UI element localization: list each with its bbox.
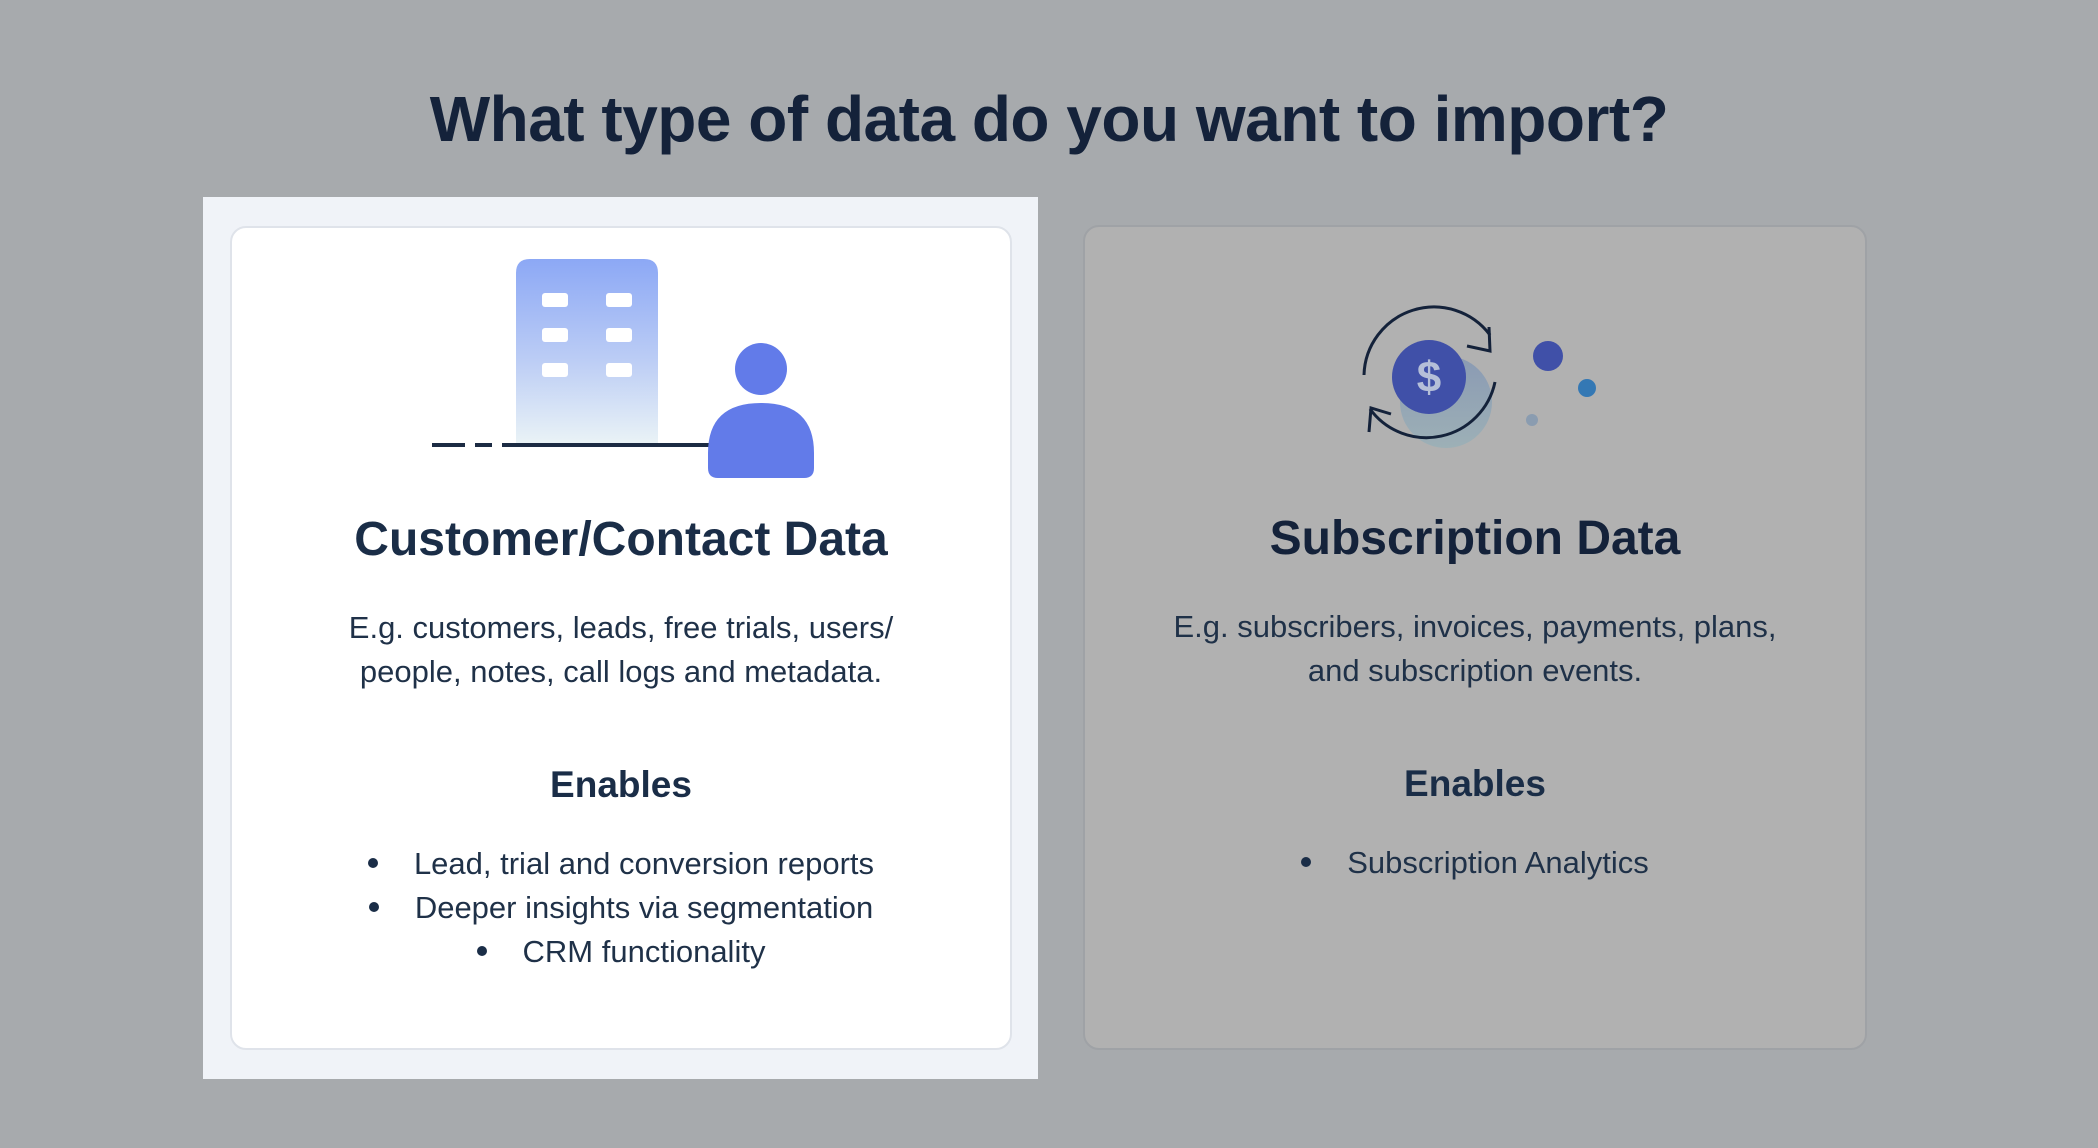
enables-item: CRM functionality [232, 930, 1010, 974]
bullet-icon [367, 857, 378, 868]
card-description: E.g. subscribers, invoices, payments, pl… [1145, 605, 1805, 693]
page-title: What type of data do you want to import? [429, 83, 1669, 155]
enables-item: Deeper insights via segmentation [232, 886, 1010, 930]
svg-text:$: $ [1417, 353, 1441, 402]
card-title: Customer/Contact Data [354, 513, 888, 566]
recurring-payment-icon: $ [1362, 305, 1596, 448]
enables-item-label: Subscription Analytics [1347, 845, 1649, 880]
enables-item-label: Deeper insights via segmentation [414, 890, 874, 925]
enables-list: Subscription Analytics [1085, 841, 1865, 885]
description-line: people, notes, call logs and metadata. [359, 654, 883, 689]
enables-heading: Enables [1404, 763, 1546, 804]
card-description: E.g. customers, leads, free trials, user… [292, 606, 950, 694]
subscription-data-card[interactable]: $ Subscription Data E.g. subscribers, in… [1083, 225, 1867, 1050]
enables-item: Subscription Analytics [1085, 841, 1865, 885]
enables-item-label: CRM functionality [522, 934, 766, 969]
enables-item: Lead, trial and conversion reports [232, 842, 1010, 886]
description-line: E.g. subscribers, invoices, payments, pl… [1173, 609, 1777, 644]
bullet-icon [1301, 856, 1312, 867]
description-line: E.g. customers, leads, free trials, user… [348, 610, 894, 645]
enables-item-label: Lead, trial and conversion reports [413, 846, 875, 881]
enables-heading: Enables [550, 764, 692, 805]
description-line: and subscription events. [1307, 653, 1643, 688]
bullet-icon [368, 901, 379, 912]
enables-list: Lead, trial and conversion reports Deepe… [232, 842, 1010, 974]
card-title: Subscription Data [1269, 512, 1681, 565]
building-person-icon [432, 259, 814, 478]
customer-contact-data-card[interactable]: Customer/Contact Data E.g. customers, le… [230, 226, 1012, 1050]
bullet-icon [476, 945, 487, 956]
